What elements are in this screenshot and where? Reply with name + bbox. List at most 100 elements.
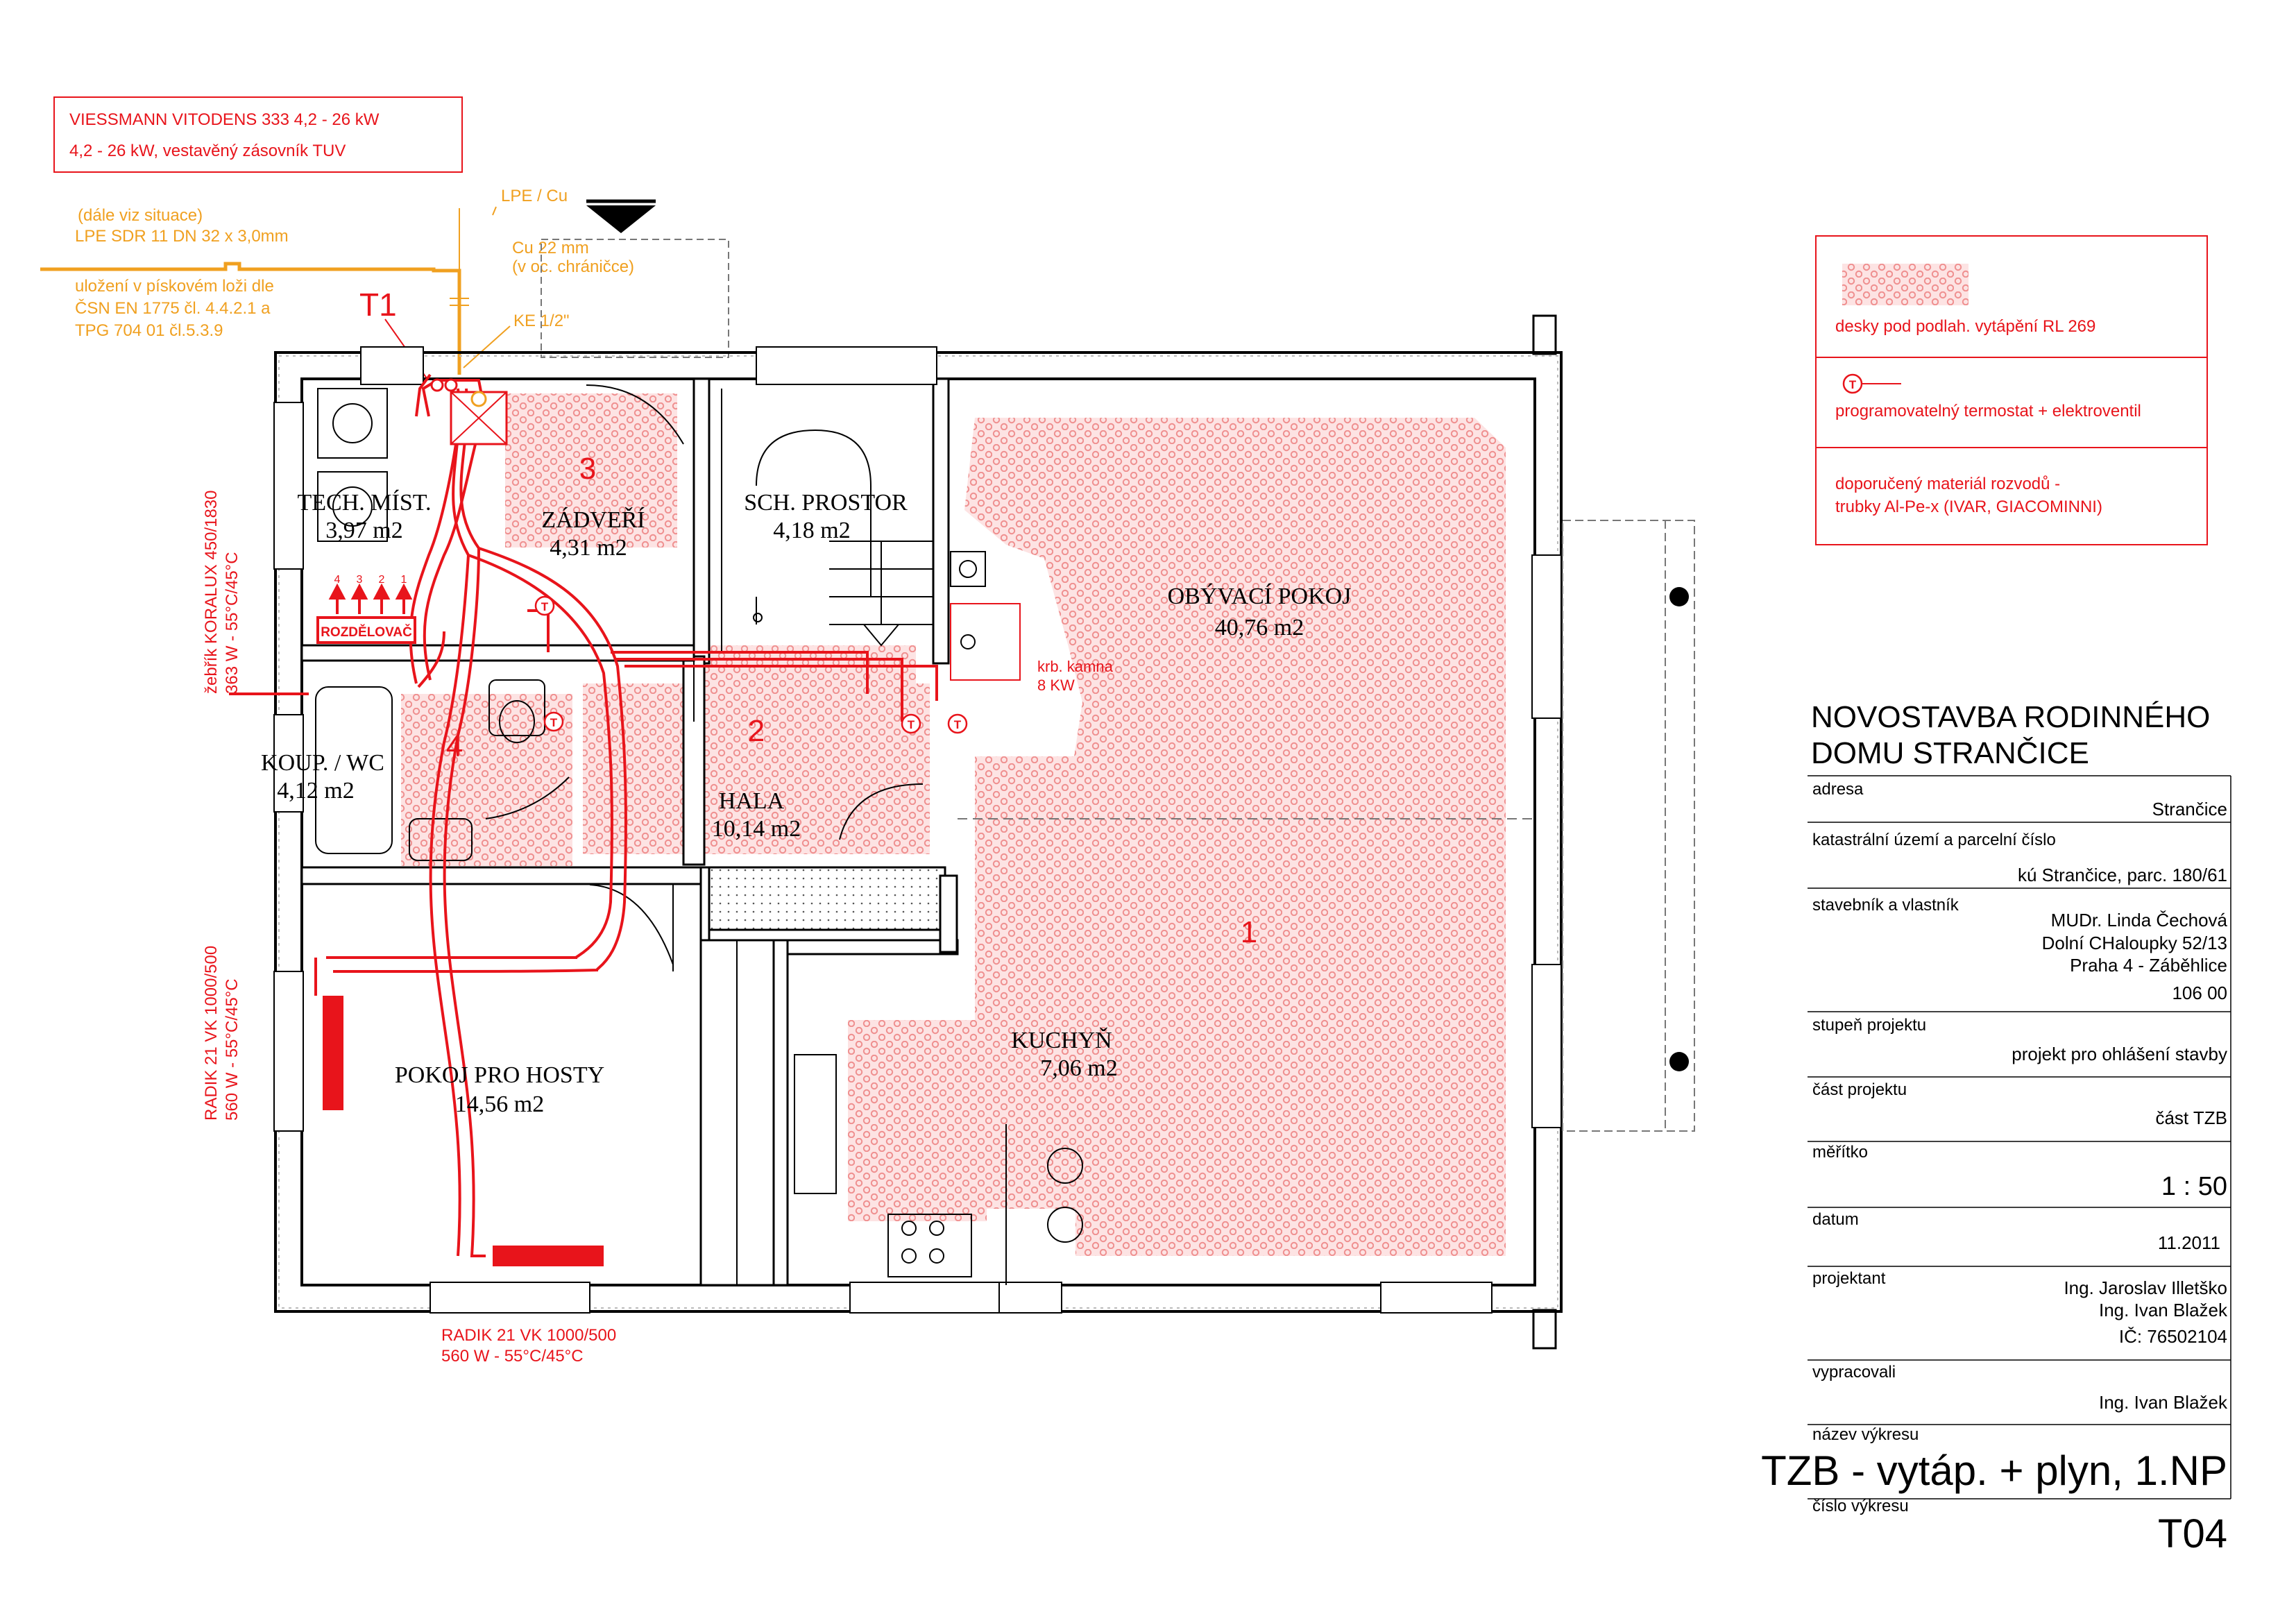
gas-note-line3: uložení v pískovém loži dle <box>75 277 274 296</box>
cu-label-line1: Cu 22 mm <box>512 239 589 257</box>
legend: desky pod podlah. vytápění RL 269 T prog… <box>1815 235 2208 545</box>
room-area-koup: 4,12 m2 <box>277 778 354 804</box>
thermostat-icon <box>534 595 555 616</box>
gas-pipe-line <box>40 262 461 375</box>
room-name-hala: HALA <box>719 788 785 814</box>
vypracovali-label: vypracovali <box>1812 1363 1896 1382</box>
cislo-value: T04 <box>2158 1511 2227 1556</box>
towel-radiator-label-line2: 363 W - 55°C/45°C <box>223 552 241 694</box>
adresa-label: adresa <box>1812 780 1864 799</box>
stavebnik-value2: Dolní CHaloupky 52/13 <box>2042 933 2227 953</box>
thermostat-letter: T <box>550 716 558 729</box>
thermostat-icon <box>901 713 921 734</box>
thermostat-letter: T <box>954 718 962 731</box>
vypracovali-value: Ing. Ivan Blažek <box>2099 1392 2228 1413</box>
legend-thermostat-letter: T <box>1849 378 1857 391</box>
fireplace-symbol <box>950 603 1021 681</box>
gas-note-line2: LPE SDR 11 DN 32 x 3,0mm <box>75 227 289 246</box>
boiler-note-line1: VIESSMANN VITODENS 333 4,2 - 26 kW <box>69 110 380 129</box>
floor-heating-areas <box>401 393 1506 1256</box>
manifold-outlet-1: 1 <box>401 574 407 586</box>
adresa-value: Strančice <box>2152 799 2227 819</box>
room-area-hala: 10,14 m2 <box>712 816 801 842</box>
west-radiator-label-line1: RADIK 21 VK 1000/500 <box>202 946 221 1121</box>
circuit-number-3: 3 <box>579 452 596 486</box>
entrance-arrow-icon <box>586 205 656 233</box>
project-title-line1: NOVOSTAVBA RODINNÉHO <box>1811 700 2210 734</box>
heating-pipes <box>229 373 938 1257</box>
meritko-label: měřítko <box>1812 1143 1868 1162</box>
lpe-cu-label: LPE / Cu <box>501 187 568 205</box>
katastr-label: katastrální území a parcelní číslo <box>1812 831 2056 849</box>
thermostat-letter: T <box>908 718 915 731</box>
datum-value: 11.2011 <box>2158 1232 2220 1253</box>
thermostat-icon <box>543 711 564 732</box>
heating-area-2a <box>583 683 930 854</box>
projektant-value2: Ing. Ivan Blažek <box>2099 1300 2228 1320</box>
cast-value: část TZB <box>2155 1107 2227 1128</box>
cislo-label: číslo výkresu <box>1812 1497 1909 1515</box>
room-name-zadveri: ZÁDVEŘÍ <box>541 507 645 533</box>
heating-area-3 <box>505 393 677 547</box>
marker-t1: T1 <box>359 287 397 323</box>
cast-label: část projektu <box>1812 1080 1907 1099</box>
towel-radiator-label-line1: žebřík KORALUX 450/1830 <box>202 491 221 695</box>
room-name-sch: SCH. PROSTOR <box>744 490 908 516</box>
fireplace-label-line2: 8 KW <box>1037 677 1075 694</box>
manifold-outlet-2: 2 <box>379 574 385 586</box>
room-name-kuchyn: KUCHYŇ <box>1011 1028 1112 1053</box>
south-radiator-label-line2: 560 W - 55°C/45°C <box>441 1347 584 1366</box>
legend-item3-line2: trubky Al-Pe-x (IVAR, GIACOMINNI) <box>1835 498 2102 516</box>
heating-area-1 <box>848 418 1506 1256</box>
circuit-number-2: 2 <box>748 714 765 748</box>
manifold-box <box>316 616 416 644</box>
porch-outline <box>541 239 729 358</box>
manifold-outlet-4: 4 <box>334 574 341 586</box>
room-name-tech: TECH. MÍST. <box>298 490 432 516</box>
legend-item2: programovatelný termostat + elektroventi… <box>1835 402 2141 420</box>
manifold-outlet-3: 3 <box>357 574 363 586</box>
nazev-label: název výkresu <box>1812 1425 1919 1444</box>
circuit-number-1: 1 <box>1241 915 1257 949</box>
room-name-koup: KOUP. / WC <box>261 750 384 776</box>
thermostat-icons <box>534 595 968 734</box>
stupen-label: stupeň projektu <box>1812 1016 1926 1035</box>
circuit-number-4: 4 <box>446 729 463 763</box>
gas-note-line1: (dále viz situace) <box>78 206 203 225</box>
boiler-note-box <box>53 96 463 173</box>
boiler-note-line2: 4,2 - 26 kW, vestavěný zásovník TUV <box>69 142 346 160</box>
legend-heating-swatch <box>1842 264 1968 305</box>
room-area-sch: 4,18 m2 <box>773 518 850 543</box>
cu-label-line2: (v oc. chráničce) <box>512 257 634 276</box>
project-title-line2: DOMU STRANČICE <box>1811 736 2089 770</box>
manifold-outlets <box>328 583 413 614</box>
room-area-obyvaci: 40,76 m2 <box>1215 615 1304 640</box>
projektant-value1: Ing. Jaroslav Illetško <box>2064 1277 2227 1298</box>
gas-note-line4: ČSN EN 1775 čl. 4.4.2.1 a <box>75 298 271 318</box>
stavebnik-value4: 106 00 <box>2172 983 2227 1003</box>
boiler-symbol <box>430 378 508 445</box>
thermostat-icon <box>947 713 968 734</box>
walls <box>273 314 1695 1350</box>
manifold-label: ROZDĚLOVAČ <box>321 624 412 640</box>
legend-item3-line1: doporučený materiál rozvodů - <box>1835 475 2060 493</box>
room-area-tech: 3,97 m2 <box>325 518 402 543</box>
room-area-hoste: 14,56 m2 <box>455 1091 544 1117</box>
thermostat-letter: T <box>541 600 549 613</box>
room-name-obyvaci: OBÝVACÍ POKOJ <box>1168 584 1352 609</box>
projektant-label: projektant <box>1812 1269 1886 1288</box>
room-area-kuchyn: 7,06 m2 <box>1040 1055 1117 1081</box>
meritko-value: 1 : 50 <box>2161 1172 2227 1201</box>
south-radiator-label-line1: RADIK 21 VK 1000/500 <box>441 1326 616 1345</box>
stavebnik-value1: MUDr. Linda Čechová <box>2051 910 2228 931</box>
gas-note-line5: TPG 704 01 čl.5.3.9 <box>75 321 223 340</box>
room-area-zadveri: 4,31 m2 <box>550 535 627 561</box>
stupen-value: projekt pro ohlášení stavby <box>2012 1044 2227 1064</box>
datum-label: datum <box>1812 1210 1859 1229</box>
projektant-value3: IČ: 76502104 <box>2119 1326 2227 1347</box>
stavebnik-value3: Praha 4 - Záběhlice <box>2070 955 2227 976</box>
nazev-value: TZB - vytáp. + plyn, 1.NP <box>1761 1447 2227 1494</box>
room-name-hoste: POKOJ PRO HOSTY <box>395 1062 604 1088</box>
west-radiator-label-line2: 560 W - 55°C/45°C <box>223 978 241 1121</box>
stavebnik-label: stavebník a vlastník <box>1812 896 1959 915</box>
